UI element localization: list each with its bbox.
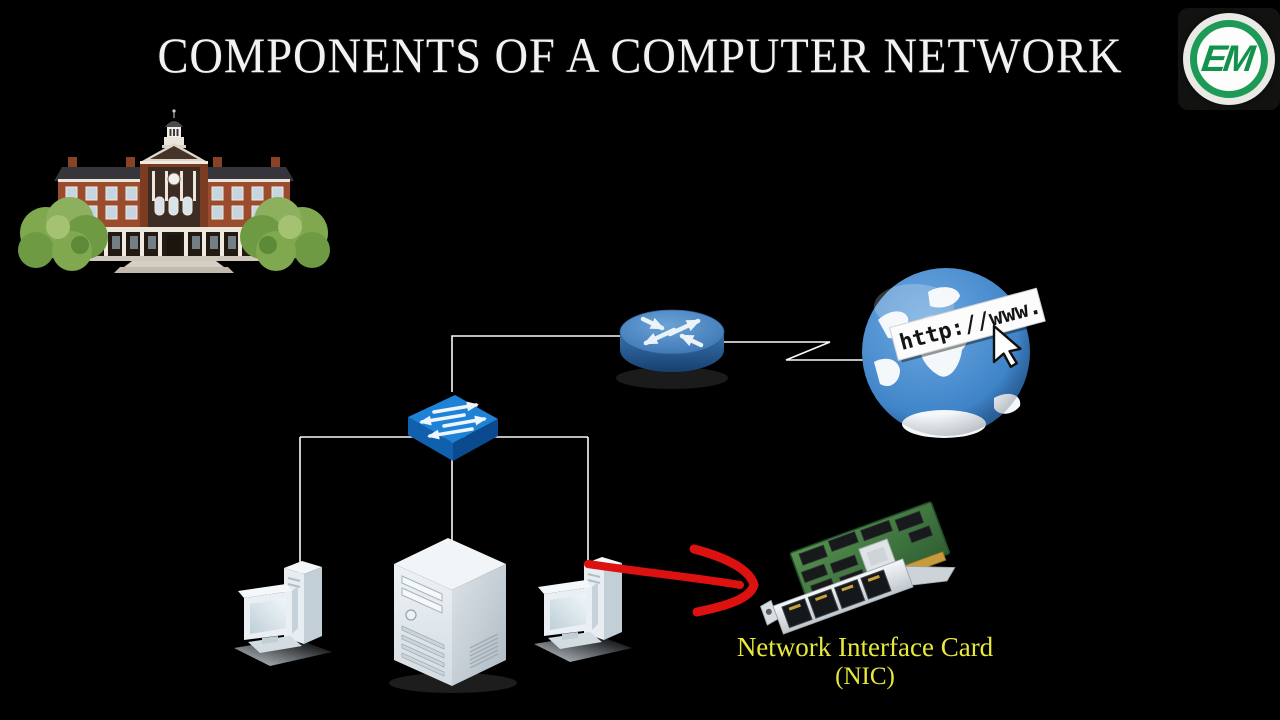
em-logo-face: EM bbox=[1190, 20, 1268, 98]
network-switch-icon bbox=[408, 395, 498, 461]
em-logo-ring: EM bbox=[1183, 13, 1275, 105]
page-title: COMPONENTS OF A COMPUTER NETWORK bbox=[157, 27, 1123, 83]
server-icon bbox=[389, 538, 517, 693]
em-logo: EM bbox=[1178, 8, 1280, 110]
network-interface-card-icon bbox=[759, 501, 956, 635]
workstation-right-icon bbox=[534, 557, 632, 662]
bush-right bbox=[240, 197, 330, 271]
nic-caption: Network Interface Card (NIC) bbox=[690, 632, 1040, 692]
school-building-icon bbox=[18, 109, 330, 273]
cursor-pointer-icon bbox=[992, 324, 1022, 369]
nic-caption-line1: Network Interface Card bbox=[736, 632, 994, 662]
internet-globe-icon: http://www. bbox=[862, 268, 1049, 438]
workstation-left-icon bbox=[234, 561, 332, 666]
bush-left bbox=[18, 197, 108, 271]
router-icon bbox=[616, 309, 728, 389]
nic-caption-line2: (NIC) bbox=[835, 663, 895, 691]
